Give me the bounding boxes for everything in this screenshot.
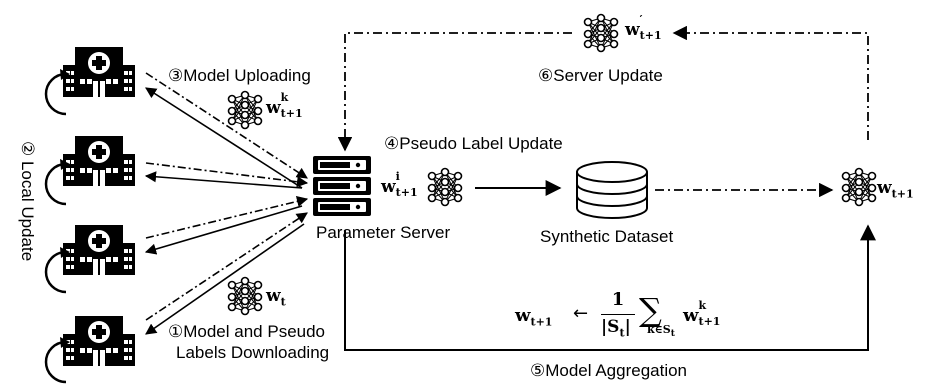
database-icon <box>576 161 648 219</box>
w-next-label: wt+1 <box>877 178 914 201</box>
local-update-label: ② Local Update <box>18 141 37 262</box>
aggregation-formula: wt+1 ← 1 |St| ∑ k∈St w k t+1 <box>515 289 721 340</box>
hospital-icon <box>63 225 135 275</box>
hospital-icon <box>63 47 135 97</box>
client-server-arrows <box>144 72 309 335</box>
server-update-loop <box>337 25 869 152</box>
w-prime-label: w ′ t+1 <box>625 13 662 42</box>
model-pseudo-download-line1: ①Model and Pseudo <box>168 322 326 341</box>
w-k-upload-label: w k t+1 <box>266 91 303 120</box>
neural-network-icon <box>427 167 463 207</box>
hospital-icon <box>63 136 135 186</box>
model-pseudo-download-line2: Labels Downloading <box>176 343 330 362</box>
synthetic-dataset-label: Synthetic Dataset <box>540 227 674 246</box>
parameter-server-label: Parameter Server <box>316 223 451 242</box>
neural-network-icon <box>227 276 263 316</box>
pseudo-label-update-label: ④Pseudo Label Update <box>384 134 563 153</box>
neural-network-icon <box>841 167 877 207</box>
model-uploading-label: ③Model Uploading <box>168 66 311 85</box>
model-aggregation-label: ⑤Model Aggregation <box>530 361 688 380</box>
neural-network-icon <box>583 13 619 53</box>
hospital-icon <box>63 316 135 366</box>
w-i-label: w i t+1 <box>381 170 418 199</box>
w-t-label: wt <box>266 286 286 309</box>
neural-network-icon <box>227 90 263 130</box>
aggregation-path <box>344 224 876 351</box>
server-update-label: ⑥Server Update <box>538 66 663 85</box>
server-icon <box>313 156 371 216</box>
